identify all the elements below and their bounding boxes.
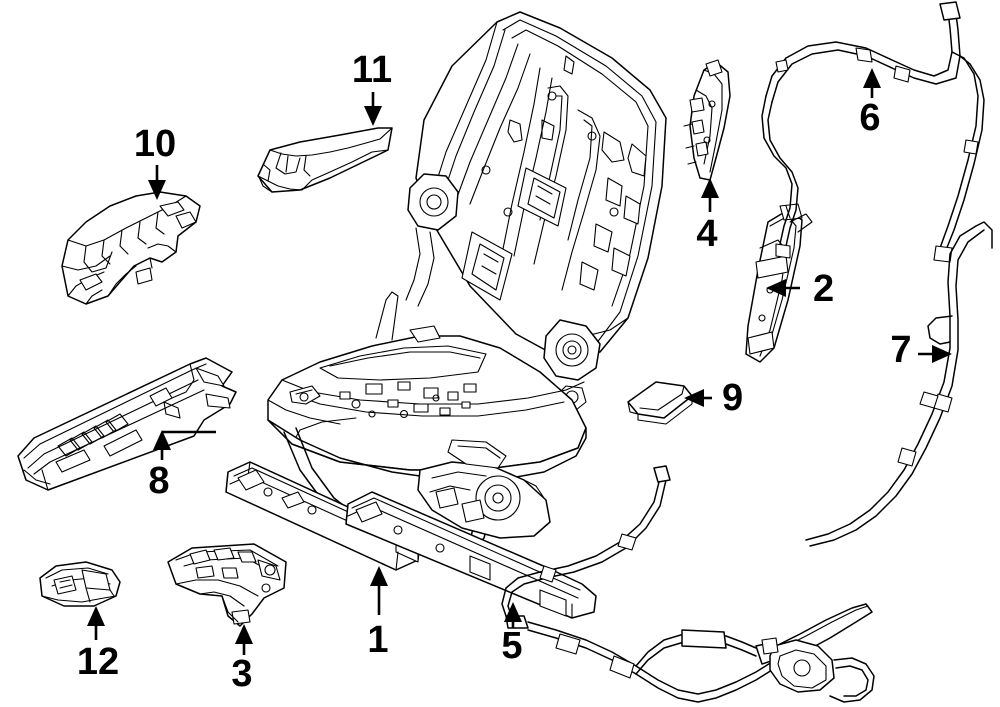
- callout-8[interactable]: 8: [148, 430, 216, 502]
- part-release-cable-assembly[interactable]: [501, 465, 875, 703]
- part-seat-wire-harness-side[interactable]: [805, 221, 993, 547]
- callout-9[interactable]: 9: [684, 377, 743, 419]
- part-seat-back-frame[interactable]: [405, 11, 667, 411]
- callout-7[interactable]: 7: [890, 329, 952, 371]
- part-seat-wire-harness-upper[interactable]: [761, 1, 985, 263]
- callout-3[interactable]: 3: [231, 624, 253, 695]
- callout-4[interactable]: 4: [696, 178, 719, 255]
- part-seat-mounting-bracket[interactable]: [167, 543, 287, 627]
- part-seat-track-upper-rail[interactable]: [17, 357, 237, 491]
- callout-6-label: 6: [859, 97, 880, 139]
- callout-12[interactable]: 12: [77, 606, 119, 683]
- callout-6[interactable]: 6: [859, 68, 881, 139]
- part-seat-adjuster-switch-knob[interactable]: [39, 561, 121, 607]
- part-seat-side-trim-panel[interactable]: [257, 127, 393, 193]
- part-seat-track-lower-rail[interactable]: [225, 461, 597, 619]
- callout-10[interactable]: 10: [134, 123, 176, 200]
- part-seat-lower-mechanism[interactable]: [417, 439, 551, 539]
- callout-3-label: 3: [231, 653, 252, 695]
- callout-11[interactable]: 11: [352, 49, 392, 126]
- callout-5[interactable]: 5: [501, 602, 523, 667]
- callout-9-label: 9: [722, 377, 743, 419]
- callout-7-label: 7: [890, 329, 911, 371]
- callout-1[interactable]: 1: [367, 566, 389, 661]
- callout-2-label: 2: [813, 268, 834, 310]
- callout-1-label: 1: [367, 619, 388, 661]
- callout-5-label: 5: [501, 625, 522, 667]
- part-seat-side-trim-cover-inner[interactable]: [61, 191, 201, 305]
- callout-10-label: 10: [134, 123, 176, 165]
- callout-4-label: 4: [696, 213, 717, 255]
- callout-2[interactable]: 2: [766, 268, 834, 310]
- callout-11-label: 11: [352, 49, 392, 91]
- callout-12-label: 12: [77, 641, 119, 683]
- part-seat-cushion-frame[interactable]: [267, 291, 587, 563]
- part-recliner-actuator-assembly[interactable]: [683, 59, 731, 181]
- callout-8-label: 8: [148, 460, 169, 502]
